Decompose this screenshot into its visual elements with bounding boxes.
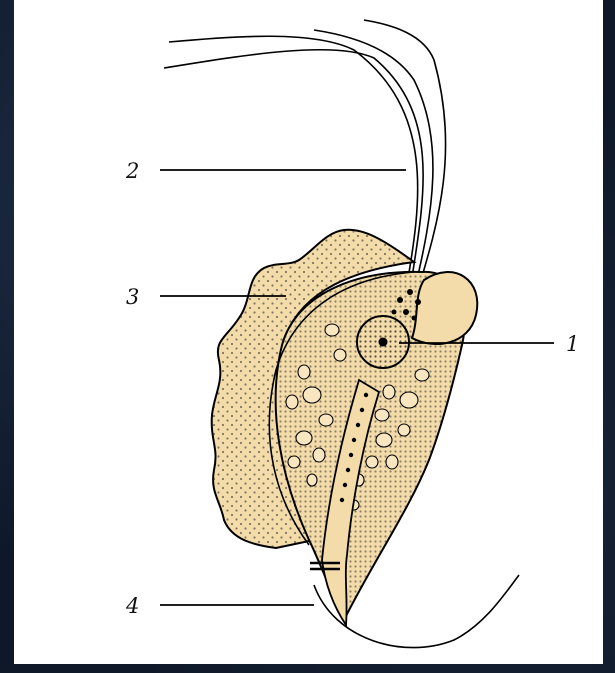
- label-2: 2: [125, 159, 139, 183]
- label-1: 1: [566, 332, 579, 356]
- trichomonas-diagram: 2 3 1 4: [14, 0, 603, 664]
- anterior-flagella: [164, 20, 446, 292]
- label-4: 4: [125, 594, 139, 618]
- label-3: 3: [126, 285, 139, 309]
- nucleolus: [379, 338, 388, 347]
- pelta: [412, 272, 477, 344]
